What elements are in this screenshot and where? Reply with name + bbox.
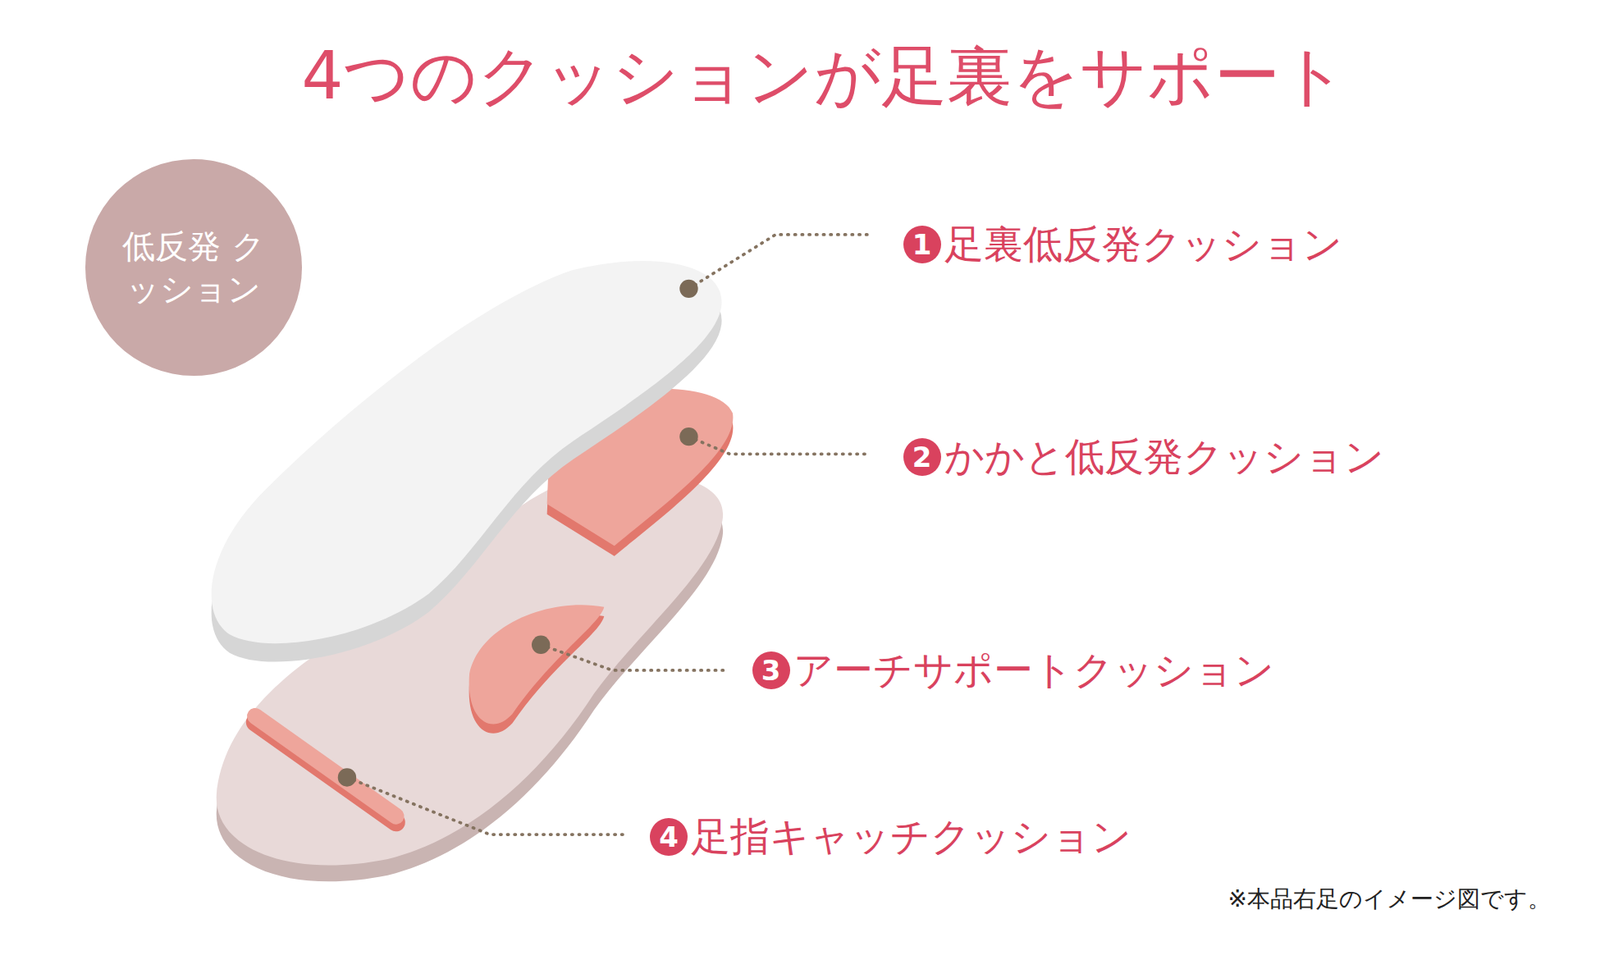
diagram-title: 4つのクッションが足裏をサポート (0, 32, 1600, 122)
cushion-name: アーチサポートクッション (793, 644, 1275, 697)
cushion-name: 足裏低反発クッション (944, 218, 1343, 271)
callout-number: 3 (752, 651, 791, 690)
leader-dot (679, 279, 698, 298)
callout-number: 1 (903, 225, 942, 264)
leader-dot (531, 635, 550, 654)
leader-line (688, 436, 869, 454)
leader-dot (679, 427, 698, 446)
callout-label: 3アーチサポートクッション (752, 644, 1275, 697)
callout-label: 4足指キャッチクッション (649, 810, 1132, 864)
callout-number: 4 (649, 818, 688, 856)
callout-number: 2 (903, 438, 942, 476)
note-text: ※本品右足のイメージ図です。 (1228, 883, 1551, 915)
leader-line (347, 777, 625, 835)
cushion-name: 足指キャッチクッション (690, 810, 1132, 864)
leader-line (540, 644, 727, 671)
leader-dot (338, 768, 357, 787)
callout-label: 2かかと低反発クッション (903, 430, 1385, 484)
leader-line (688, 234, 869, 289)
callout-label: 1足裏低反発クッション (903, 218, 1343, 271)
arch-cushion (469, 604, 605, 724)
badge-circle: 低反発 クッション (85, 159, 302, 376)
cushion-name: かかと低反発クッション (944, 430, 1385, 484)
toe-cushion (255, 716, 397, 817)
badge-text: 低反発 クッション (115, 224, 272, 311)
